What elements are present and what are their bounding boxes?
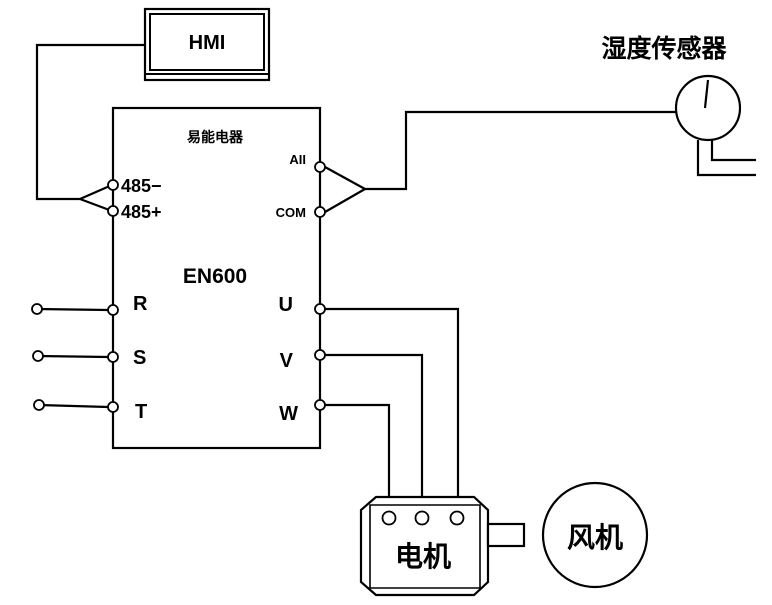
supply-terminal-t bbox=[33, 399, 45, 411]
motor-terminal-v bbox=[414, 510, 430, 526]
hmi-rs485-cable bbox=[35, 43, 145, 201]
label-ai: AII bbox=[289, 152, 306, 167]
label-s: S bbox=[133, 347, 146, 369]
com-signal-wire bbox=[324, 188, 366, 213]
input-wire-t bbox=[38, 403, 109, 409]
terminal-t bbox=[107, 401, 119, 413]
inverter-model: EN600 bbox=[183, 265, 247, 288]
humidity-sensor: 湿度传感器 bbox=[601, 34, 756, 177]
terminal-485-neg bbox=[107, 179, 119, 191]
output-wire-u bbox=[325, 307, 460, 512]
sensor-label: 湿度传感器 bbox=[601, 34, 727, 63]
label-485-neg: 485− bbox=[121, 176, 162, 196]
terminal-w bbox=[314, 399, 326, 411]
sensor-dial bbox=[674, 74, 742, 142]
hmi-label: HMI bbox=[189, 32, 226, 54]
label-t: T bbox=[135, 401, 147, 423]
terminal-ai bbox=[314, 161, 326, 173]
ai-signal-wire bbox=[324, 166, 366, 190]
label-w: W bbox=[279, 403, 298, 425]
label-v: V bbox=[280, 350, 294, 372]
rs485-neg-wire bbox=[79, 183, 113, 201]
supply-terminal-r bbox=[31, 303, 43, 315]
output-wire-w bbox=[325, 403, 391, 512]
input-wire-r bbox=[36, 307, 109, 312]
rs485-pos-wire bbox=[79, 197, 113, 213]
inverter-body bbox=[111, 106, 322, 450]
input-wire-s bbox=[37, 354, 109, 359]
motor-terminal-w bbox=[381, 510, 397, 526]
sensor-signal-cable bbox=[365, 110, 676, 191]
hmi-screen bbox=[149, 13, 265, 71]
fan-circle bbox=[541, 481, 649, 589]
terminal-u bbox=[314, 303, 326, 315]
sensor-lead-outer bbox=[696, 140, 756, 177]
motor-label: 电机 bbox=[395, 541, 451, 572]
fan: 风机 bbox=[541, 481, 649, 589]
motor-shaft bbox=[486, 522, 526, 548]
motor-terminal-u bbox=[449, 510, 465, 526]
inverter-brand: 易能电器 bbox=[187, 129, 244, 145]
terminal-485-pos bbox=[107, 205, 119, 217]
terminal-r bbox=[107, 304, 119, 316]
output-wire-v bbox=[325, 353, 424, 512]
hmi-panel: HMI bbox=[143, 7, 271, 82]
terminal-com bbox=[314, 206, 326, 218]
terminal-v bbox=[314, 349, 326, 361]
label-r: R bbox=[133, 293, 148, 315]
label-u: U bbox=[279, 294, 293, 316]
terminal-s bbox=[107, 351, 119, 363]
sensor-needle bbox=[703, 79, 710, 109]
motor: 电机 bbox=[359, 495, 526, 597]
inverter: 易能电器 EN600 485− 485+ AII COM R S T U V W bbox=[107, 106, 326, 450]
fan-label: 风机 bbox=[567, 522, 623, 553]
motor-housing-inner bbox=[369, 504, 481, 589]
label-485-pos: 485+ bbox=[121, 202, 162, 222]
label-com: COM bbox=[276, 205, 306, 220]
sensor-lead-inner bbox=[710, 140, 756, 162]
supply-terminal-s bbox=[32, 350, 44, 362]
